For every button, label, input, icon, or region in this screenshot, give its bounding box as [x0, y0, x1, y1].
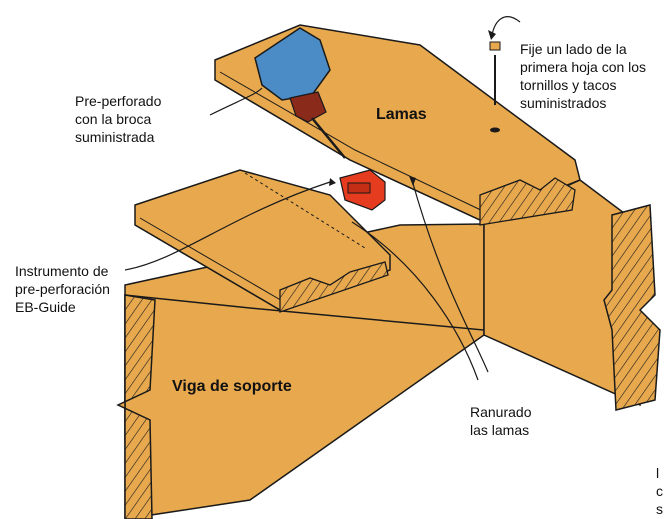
drill-icon: [254, 27, 346, 159]
support-beam-end-grain: [116, 294, 156, 519]
cross-beam-end-grain: [603, 204, 661, 411]
leader-lines: [124, 16, 521, 381]
top-board-end-grain: [479, 177, 576, 226]
cut-off-label: l c s: [656, 465, 663, 517]
deck-boards-label: Lamas: [376, 106, 427, 123]
guide-tool-label: Instrumento de pre-perforación EB-Guide: [15, 263, 110, 315]
screw-icon: [489, 41, 501, 133]
support-beam: [116, 223, 485, 519]
lower-deck-board: [134, 169, 391, 313]
drill-chuck: [289, 91, 327, 123]
support-beam-label: Viga de soporte: [172, 378, 292, 395]
cross-beam: [483, 179, 661, 411]
groove-note-label: Ranurado las lamas: [470, 404, 532, 438]
support-beam-front: [124, 294, 485, 519]
drill-note-label: Pre-perforado con la broca suministrada: [75, 93, 162, 145]
drill-body: [254, 27, 331, 101]
eb-guide-tool: [339, 169, 386, 211]
lower-board-end-grain: [279, 261, 389, 313]
drill-bit: [311, 117, 346, 159]
screw-note-label: Fije un lado de la primera hoja con los …: [520, 41, 647, 111]
